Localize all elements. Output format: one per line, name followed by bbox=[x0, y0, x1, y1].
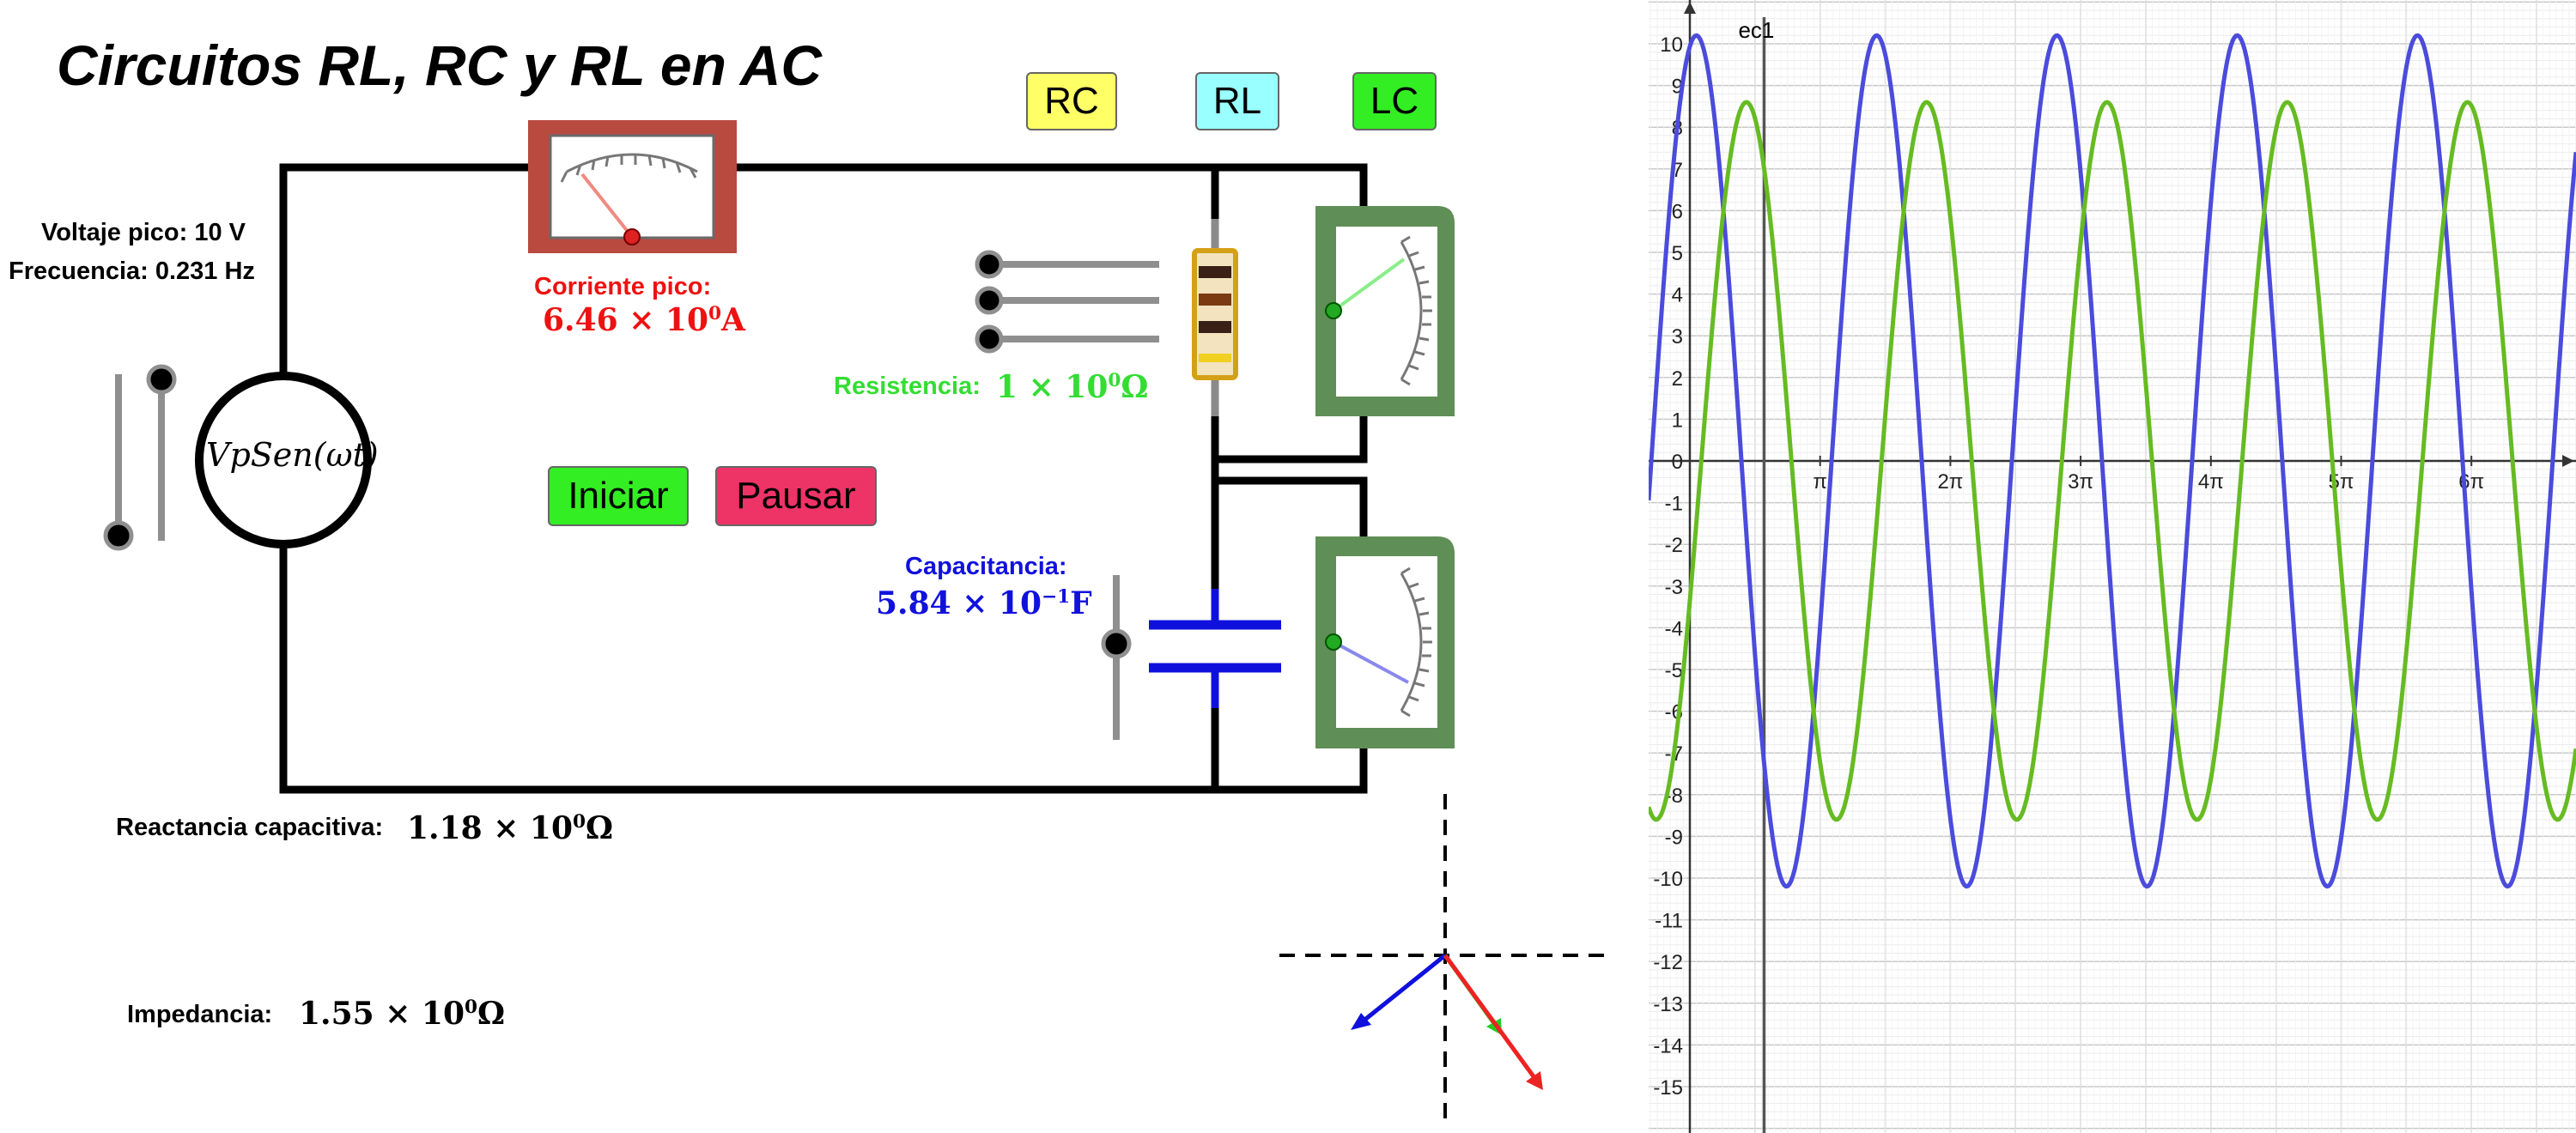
x-axis-arrow-icon bbox=[2562, 455, 2574, 467]
phasor-capacitor bbox=[1361, 954, 1447, 1023]
y-tick-label: -10 bbox=[1653, 868, 1683, 891]
y-tick-label: 0 bbox=[1672, 451, 1683, 474]
peak-current-label: Corriente pico: bbox=[534, 273, 712, 300]
pause-button[interactable]: Pausar bbox=[715, 466, 877, 526]
y-tick-label: -4 bbox=[1665, 617, 1683, 640]
rl-button[interactable]: RL bbox=[1195, 72, 1279, 130]
applet-canvas: Circuitos RL, RC y RL en AC bbox=[9, 33, 1614, 1124]
y-tick-label: -1 bbox=[1665, 493, 1683, 516]
reactance-label: Reactancia capacitiva: bbox=[116, 814, 384, 841]
reactance-value: 1.18 × 100Ω bbox=[407, 810, 614, 846]
y-tick-label: 1 bbox=[1672, 409, 1683, 432]
capacitor-icon bbox=[1149, 589, 1281, 708]
capacitance-label: Capacitancia: bbox=[905, 553, 1067, 580]
peak-voltage-label: Voltaje pico: 10 V bbox=[41, 219, 246, 246]
y-tick-label: 4 bbox=[1672, 284, 1683, 307]
y-tick-label: 10 bbox=[1660, 33, 1683, 57]
resistance-label: Resistencia: bbox=[834, 373, 981, 400]
peak-current-value: 6.46 × 100A bbox=[543, 302, 745, 338]
impedance-value: 1.55 × 100Ω bbox=[299, 996, 506, 1032]
graph-grid bbox=[1649, 0, 2576, 1133]
y-tick-label: -11 bbox=[1655, 910, 1683, 933]
graph-svg: ec1109876543210-1-2-3-4-5-6-7-8-9-10-11-… bbox=[1649, 0, 2576, 1133]
capacitance-slider[interactable] bbox=[1101, 575, 1132, 740]
resistor-selector[interactable] bbox=[975, 250, 1159, 354]
frequency-slider[interactable] bbox=[146, 364, 177, 541]
y-tick-label: -9 bbox=[1665, 826, 1683, 849]
voltage-slider[interactable] bbox=[103, 374, 134, 551]
resistor-icon bbox=[1192, 248, 1238, 380]
capacitance-value: 5.84 × 10−1F bbox=[876, 585, 1092, 621]
phasor-total bbox=[1443, 954, 1538, 1081]
rc-button[interactable]: RC bbox=[1026, 72, 1117, 130]
y-tick-label: 5 bbox=[1672, 242, 1683, 265]
y-tick-label: 6 bbox=[1672, 200, 1683, 223]
y-tick-labels: 109876543210-1-2-3-4-5-6-7-8-9-10-11-12-… bbox=[1653, 33, 1683, 1100]
frequency-label: Frecuencia: 0.231 Hz bbox=[9, 258, 255, 285]
ac-source-icon bbox=[195, 372, 372, 548]
circuit-diagram bbox=[103, 120, 1614, 1124]
impedance-label: Impedancia: bbox=[127, 1001, 273, 1028]
y-tick-label: -13 bbox=[1653, 993, 1683, 1016]
x-tick-label: π bbox=[1813, 470, 1827, 494]
voltmeter-resistor-icon bbox=[1315, 206, 1455, 416]
source-formula: VpSen(ωt) bbox=[206, 436, 379, 474]
y-tick-label: 3 bbox=[1672, 325, 1683, 348]
start-button[interactable]: Iniciar bbox=[548, 466, 689, 526]
voltage-curve bbox=[1649, 33, 2576, 889]
voltmeter-capacitor-icon bbox=[1315, 536, 1455, 748]
y-tick-label: -5 bbox=[1665, 659, 1683, 682]
current-curve bbox=[1649, 100, 2576, 822]
y-tick-label: -2 bbox=[1665, 534, 1683, 557]
resistance-value: 1 × 100Ω bbox=[996, 369, 1149, 405]
ammeter-icon bbox=[528, 120, 737, 253]
y-axis-arrow-icon bbox=[1684, 2, 1696, 14]
x-tick-label: 2π bbox=[1937, 470, 1963, 494]
x-tick-label: 4π bbox=[2198, 470, 2224, 494]
y-tick-label: -3 bbox=[1665, 576, 1683, 599]
curve-label: ec1 bbox=[1738, 17, 1774, 43]
y-tick-label: -12 bbox=[1653, 951, 1683, 974]
phasor-diagram bbox=[1279, 794, 1614, 1124]
y-tick-label: -14 bbox=[1653, 1034, 1683, 1057]
y-tick-label: 2 bbox=[1672, 367, 1683, 391]
lc-button[interactable]: LC bbox=[1352, 72, 1437, 130]
y-tick-label: -15 bbox=[1653, 1076, 1683, 1100]
page-title: Circuitos RL, RC y RL en AC bbox=[57, 33, 823, 97]
x-tick-label: 3π bbox=[2068, 470, 2093, 494]
